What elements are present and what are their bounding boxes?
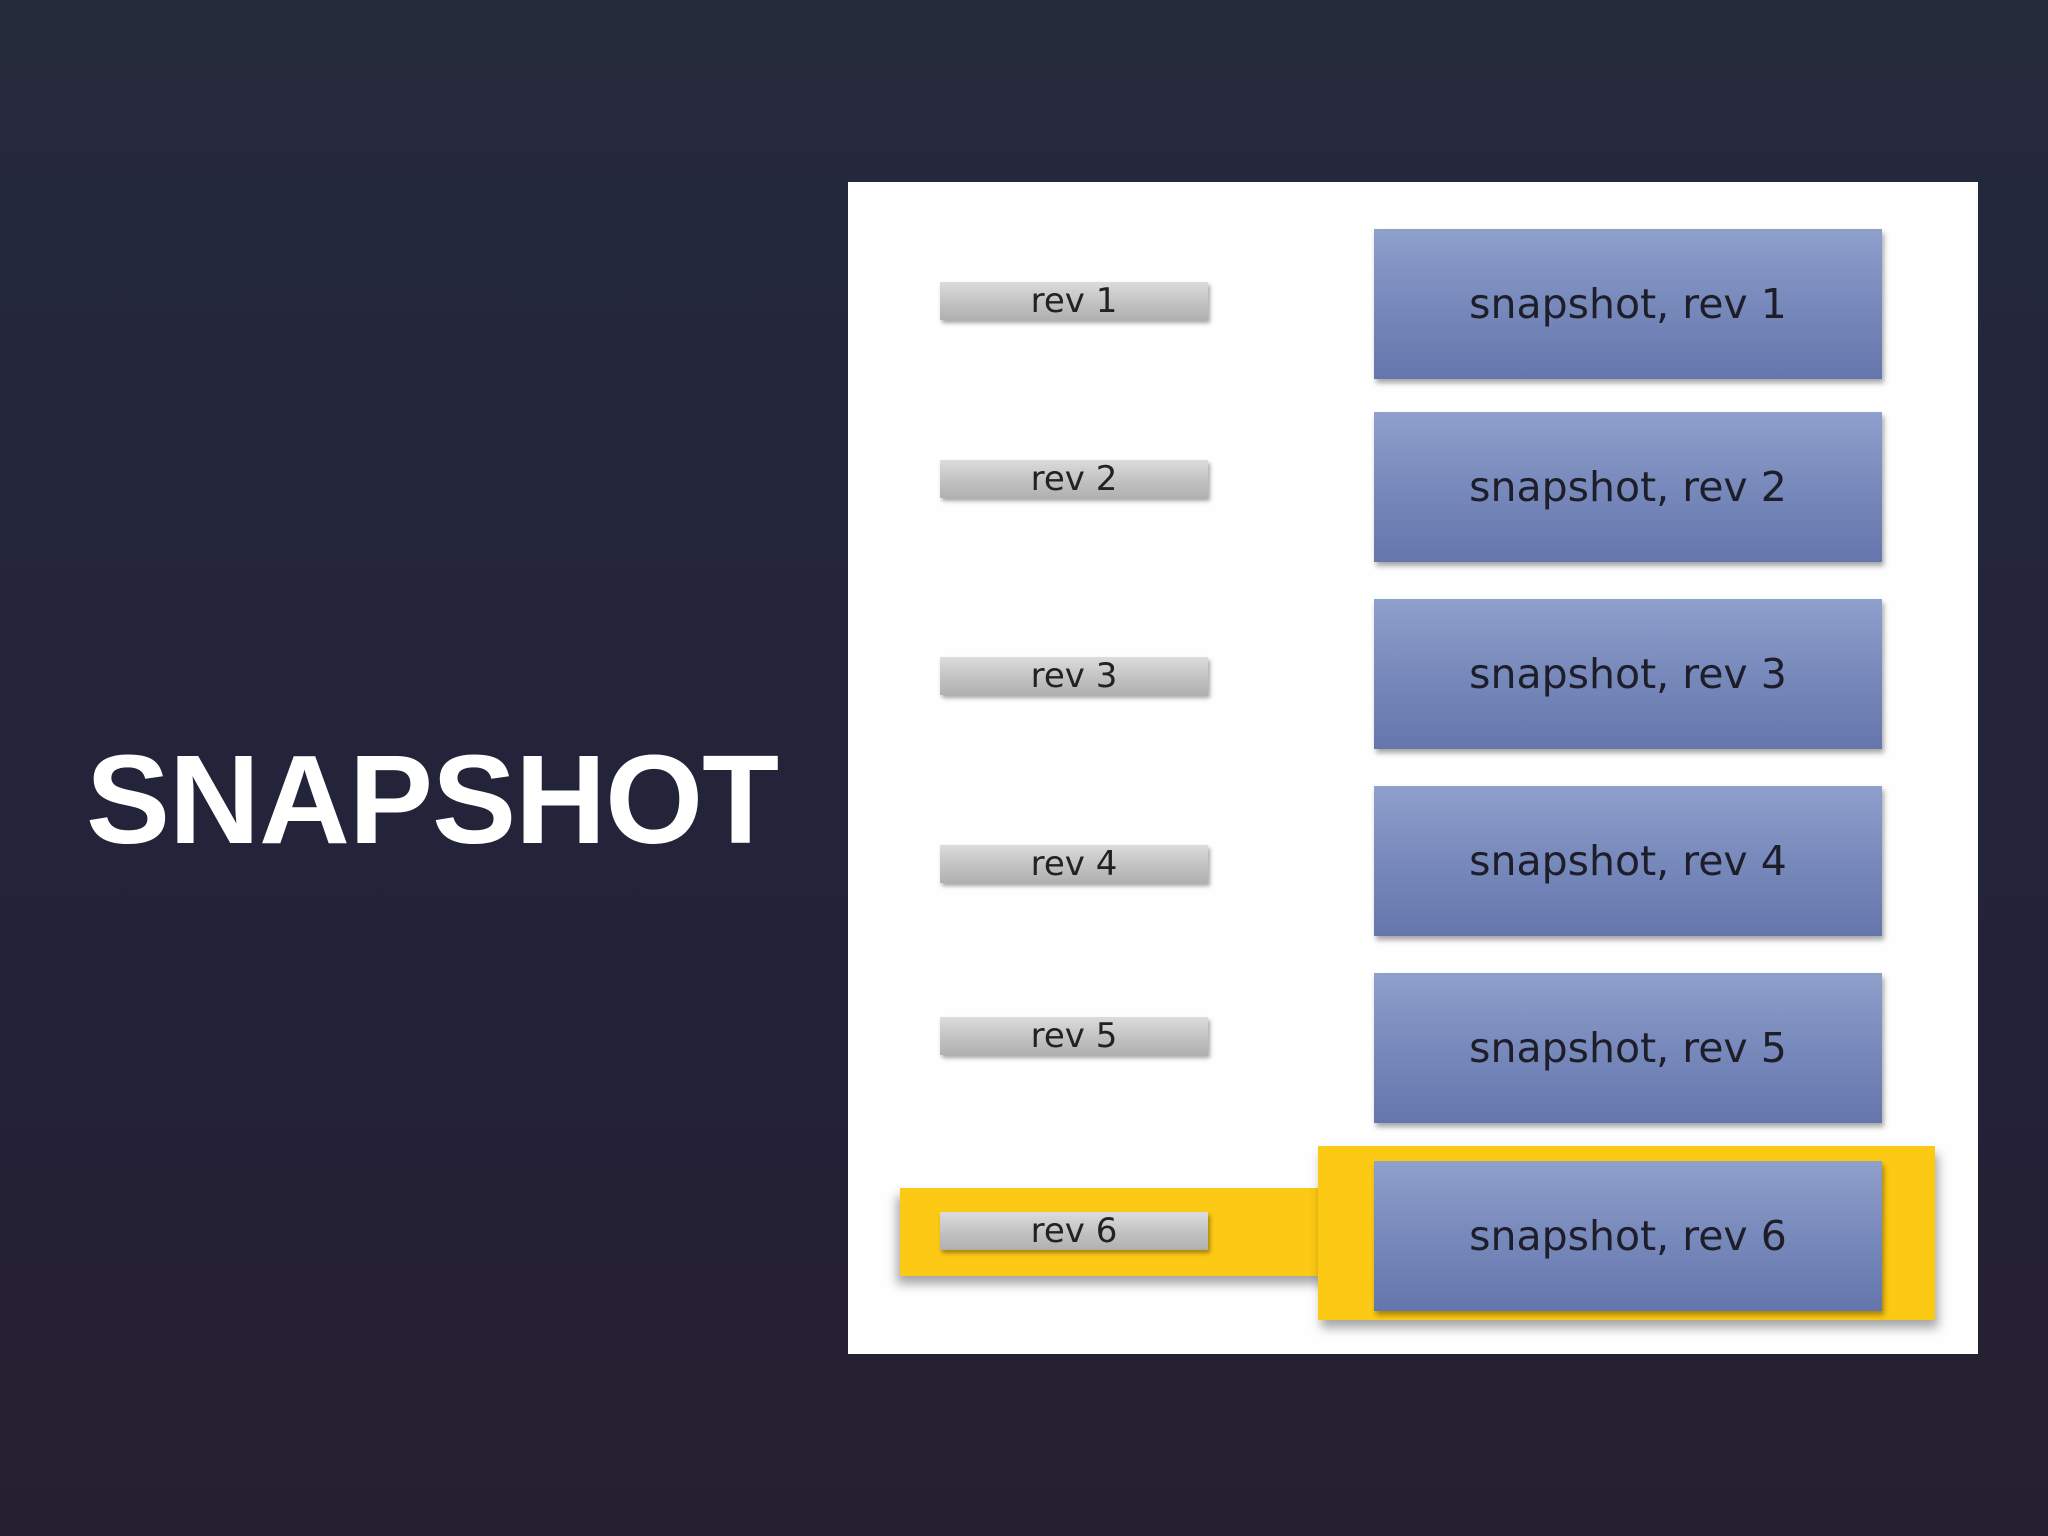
slide-title: SNAPSHOT [86, 729, 779, 870]
snapshot-box-1: snapshot, rev 1 [1374, 229, 1882, 379]
rev-label-6: rev 6 [940, 1212, 1208, 1250]
snapshot-box-2: snapshot, rev 2 [1374, 412, 1882, 562]
snapshot-box-3: snapshot, rev 3 [1374, 599, 1882, 749]
snapshot-box-4: snapshot, rev 4 [1374, 786, 1882, 936]
rev-label-3: rev 3 [940, 657, 1208, 695]
rev-label-5: rev 5 [940, 1017, 1208, 1055]
rev-label-4: rev 4 [940, 845, 1208, 883]
snapshot-box-5: snapshot, rev 5 [1374, 973, 1882, 1123]
revision-diagram: rev 1 snapshot, rev 1 rev 2 snapshot, re… [848, 182, 1978, 1354]
snapshot-box-6: snapshot, rev 6 [1374, 1161, 1882, 1311]
rev-label-2: rev 2 [940, 460, 1208, 498]
rev-label-1: rev 1 [940, 282, 1208, 320]
